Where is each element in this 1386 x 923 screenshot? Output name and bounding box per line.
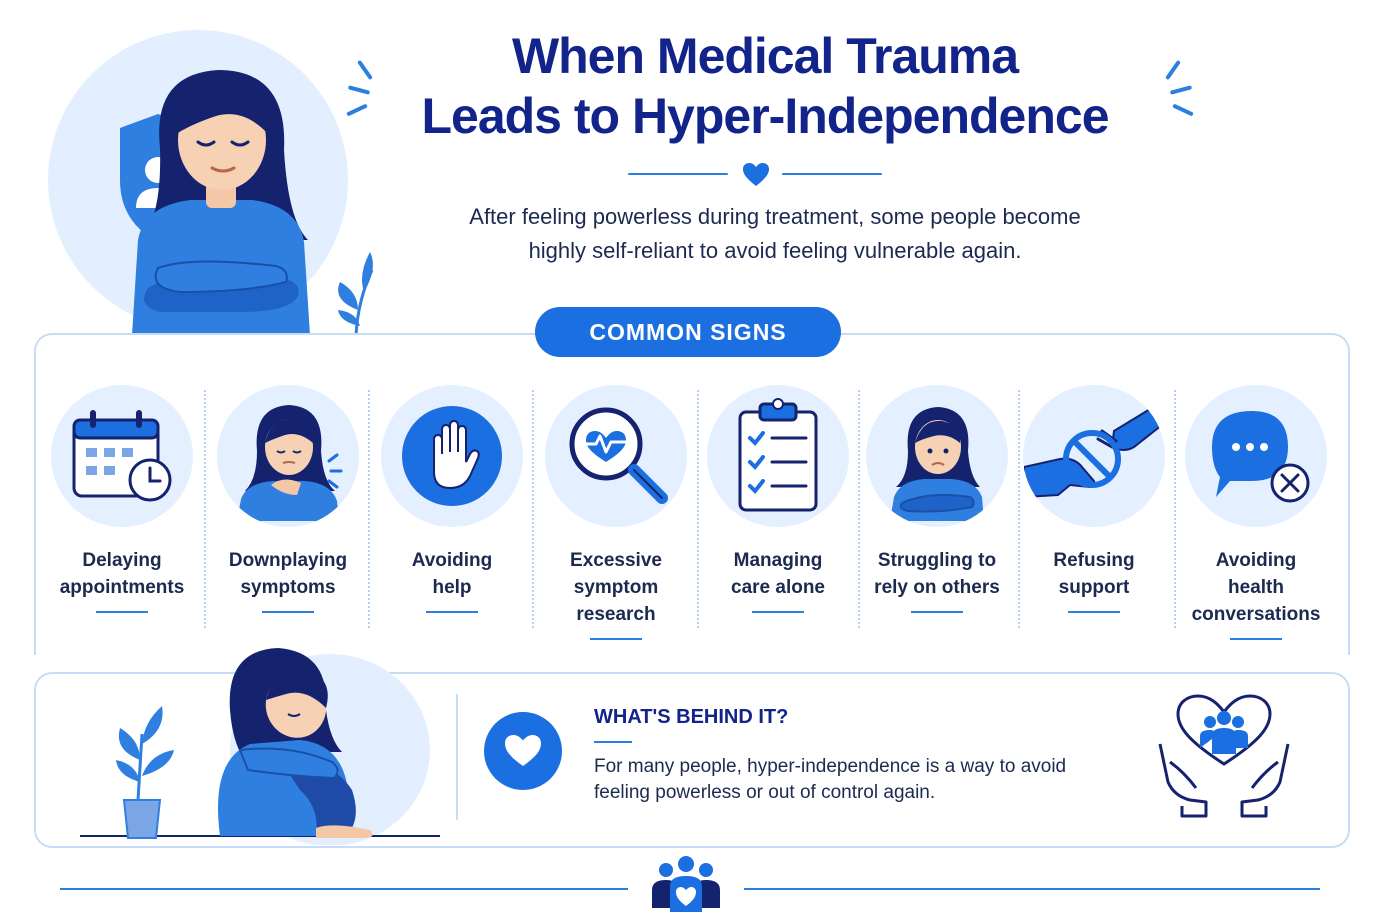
sign-label-line: conversations (1191, 604, 1321, 625)
sign-label-line: help (432, 577, 472, 598)
behind-separator (456, 694, 458, 820)
sign-label-line: care alone (731, 577, 825, 598)
hero-woman-illustration (120, 70, 374, 335)
behind-underline (594, 741, 632, 743)
sign-label-line: appointments (59, 577, 185, 598)
sign-label-line: Excessive (570, 550, 662, 571)
heart-icon (743, 163, 769, 186)
subtitle-line-2: highly self-reliant to avoid feeling vul… (528, 238, 1022, 263)
sign-separator (1174, 390, 1176, 628)
common-signs-heading: COMMON SIGNS (535, 307, 841, 357)
sign-separator (532, 390, 534, 628)
sign-label-line: symptom (573, 577, 659, 598)
sitting-woman-illustration (80, 648, 440, 845)
sign-separator (697, 390, 699, 628)
sign-delaying-appointments: Delaying appointments (42, 385, 202, 613)
sign-underline (426, 611, 478, 613)
sign-label: Excessive symptom research (536, 547, 696, 628)
woman-worried-icon (890, 407, 984, 521)
sign-label-line: Avoiding (1215, 550, 1297, 571)
title-line-2: Leads to Hyper-Independence (421, 88, 1109, 144)
sign-avoiding-conversations: Avoiding health conversations (1176, 385, 1336, 640)
sign-label: Managing care alone (698, 547, 858, 601)
sign-icon-circle (545, 385, 687, 527)
sign-separator (204, 390, 206, 628)
sign-icon-circle (707, 385, 849, 527)
sign-icon-circle (51, 385, 193, 527)
sign-separator (1018, 390, 1020, 628)
subtitle-line-1: After feeling powerless during treatment… (469, 204, 1081, 229)
sign-label-line: Managing (733, 550, 823, 571)
sign-downplaying-symptoms: Downplaying symptoms (208, 385, 368, 613)
footer-line-right (744, 888, 1320, 890)
sign-label: Struggling to rely on others (857, 547, 1017, 601)
chat-bubble-x-icon (1212, 411, 1310, 503)
behind-title: WHAT'S BEHIND IT? (594, 706, 789, 728)
sign-label-line: symptoms (240, 577, 336, 598)
sign-label-line: Struggling to (877, 550, 997, 571)
sparkle-left-icon (340, 58, 380, 122)
title-divider-left (628, 173, 728, 175)
sparkle-right-icon (1160, 58, 1200, 122)
sign-label-line: research (576, 604, 656, 625)
sign-struggling-to-rely: Struggling to rely on others (857, 385, 1017, 613)
sign-managing-care-alone: Managing care alone (698, 385, 858, 613)
sign-label-line: Refusing (1053, 550, 1135, 571)
sign-icon-circle (381, 385, 523, 527)
heart-circle-badge (484, 712, 562, 790)
subtitle: After feeling powerless during treatment… (380, 200, 1170, 268)
family-heart-icon (652, 856, 720, 912)
sign-icon-circle (217, 385, 359, 527)
sign-label-line: support (1058, 577, 1130, 598)
sign-separator (368, 390, 370, 628)
sign-avoiding-help: Avoiding help (372, 385, 532, 613)
sign-separator (858, 390, 860, 628)
title-line-1: When Medical Trauma (511, 28, 1019, 84)
sign-icon-circle (1023, 385, 1165, 527)
behind-text-line: feeling powerless or out of control agai… (594, 782, 936, 803)
calendar-clock-icon (72, 410, 172, 502)
sign-label: Avoiding health conversations (1176, 547, 1336, 628)
sign-label-line: Avoiding (411, 550, 493, 571)
page-title: When Medical Trauma Leads to Hyper-Indep… (360, 26, 1170, 146)
sign-underline (911, 611, 963, 613)
stop-hand-icon (402, 406, 502, 506)
sign-label-line: Delaying (82, 550, 162, 571)
sign-icon-circle (1185, 385, 1327, 527)
footer-line-left (60, 888, 628, 890)
sign-underline (262, 611, 314, 613)
clipboard-checklist-icon (738, 398, 818, 512)
sign-label: Delaying appointments (42, 547, 202, 601)
sign-label: Avoiding help (372, 547, 532, 601)
behind-text-line: For many people, hyper-independence is a… (594, 756, 1067, 777)
refused-hand-icon (1024, 407, 1164, 499)
sign-label-line: Downplaying (228, 550, 348, 571)
sign-refusing-support: Refusing support (1014, 385, 1174, 613)
magnifier-heartbeat-icon (569, 407, 668, 504)
sign-icon-circle (866, 385, 1008, 527)
behind-text: For many people, hyper-independence is a… (594, 754, 1134, 806)
sign-label: Refusing support (1014, 547, 1174, 601)
hands-heart-group-icon (1158, 694, 1290, 818)
sign-label-line: health (1228, 577, 1284, 598)
sign-underline (1230, 638, 1282, 640)
sign-label-line: rely on others (874, 577, 1000, 598)
woman-pain-icon (237, 405, 343, 521)
sign-underline (590, 638, 642, 640)
sign-underline (96, 611, 148, 613)
sign-excessive-research: Excessive symptom research (536, 385, 696, 640)
title-divider-right (782, 173, 882, 175)
sign-underline (752, 611, 804, 613)
heart-icon (505, 735, 541, 766)
sign-underline (1068, 611, 1120, 613)
sign-label: Downplaying symptoms (208, 547, 368, 601)
